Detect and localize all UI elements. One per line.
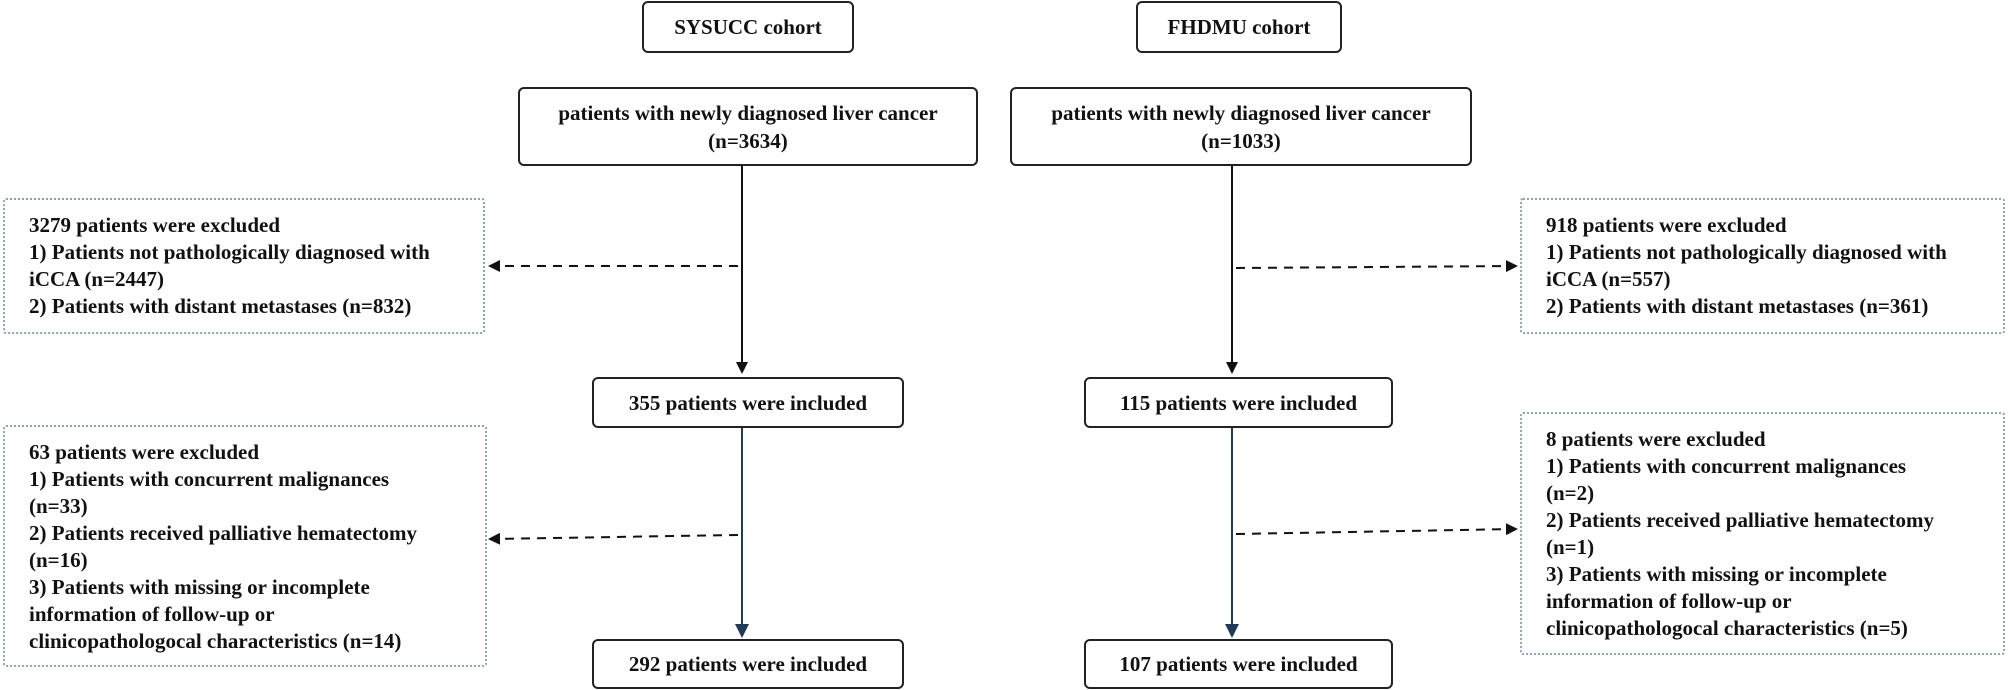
sysucc-exclusion-2-line-5: (n=16) <box>29 548 88 572</box>
fhdmu-exclusion-2-line-1: 8 patients were excluded <box>1546 427 1766 451</box>
sysucc-exclusion-2-line-2: 1) Patients with concurrent malignances <box>29 467 390 491</box>
sysucc-exclusion-2-line-4: 2) Patients received palliative hematect… <box>29 521 417 545</box>
sysucc-included-2-text: 292 patients were included <box>628 652 868 676</box>
fhdmu-exclusion-2-line-6: 3) Patients with missing or incomplete <box>1546 562 1887 586</box>
sysucc-exclusion-2-line-3: (n=33) <box>29 494 88 518</box>
sysucc-included-box-2: 292 patients were included <box>592 639 904 689</box>
sysucc-exclusion-1-line-3: iCCA (n=2447) <box>29 267 165 291</box>
sysucc-exclusion-2-line-1: 63 patients were excluded <box>29 440 260 464</box>
fhdmu-exclusion-arrow-1 <box>1235 260 1518 273</box>
fhdmu-exclusion-2-line-7: information of follow-up or <box>1546 589 1792 613</box>
sysucc-included-1-text: 355 patients were included <box>628 390 868 415</box>
fhdmu-start-line2: (n=1033) <box>1201 128 1281 153</box>
fhdmu-start-box: patients with newly diagnosed liver canc… <box>1010 87 1472 166</box>
fhdmu-cohort-title: FHDMU cohort <box>1136 1 1342 53</box>
fhdmu-exclusion-2-line-3: (n=2) <box>1546 481 1595 505</box>
sysucc-exclusion-1-line-1: 3279 patients were excluded <box>29 213 281 237</box>
sysucc-cohort-title-text: SYSUCC cohort <box>674 15 822 39</box>
fhdmu-exclusion-1-line-1: 918 patients were excluded <box>1546 213 1787 237</box>
sysucc-exclusion-box-1: 3279 patients were excluded 1) Patients … <box>3 198 485 334</box>
fhdmu-exclusion-arrow-2 <box>1235 523 1518 536</box>
sysucc-exclusion-2-line-8: clinicopathologocal characteristics (n=1… <box>29 629 402 653</box>
sysucc-start-line1: patients with newly diagnosed liver canc… <box>558 100 938 125</box>
fhdmu-exclusion-box-1: 918 patients were excluded 1) Patients n… <box>1520 198 2005 334</box>
fhdmu-start-line1: patients with newly diagnosed liver canc… <box>1051 100 1431 125</box>
fhdmu-included-box-1: 115 patients were included <box>1084 377 1393 428</box>
fhdmu-exclusion-2-line-2: 1) Patients with concurrent malignances <box>1546 454 1907 478</box>
fhdmu-exclusion-2-line-4: 2) Patients received palliative hematect… <box>1546 508 1934 532</box>
sysucc-exclusion-1-line-2: 1) Patients not pathologically diagnosed… <box>29 240 430 264</box>
sysucc-cohort-title: SYSUCC cohort <box>642 1 854 53</box>
sysucc-exclusion-box-2: 63 patients were excluded 1) Patients wi… <box>3 425 487 667</box>
sysucc-exclusion-1-line-4: 2) Patients with distant metastases (n=8… <box>29 294 412 318</box>
fhdmu-exclusion-1-line-4: 2) Patients with distant metastases (n=3… <box>1546 294 1929 318</box>
fhdmu-exclusion-box-2: 8 patients were excluded 1) Patients wit… <box>1520 412 2005 655</box>
fhdmu-exclusion-2-line-8: clinicopathologocal characteristics (n=5… <box>1546 616 1908 640</box>
sysucc-exclusion-2-line-6: 3) Patients with missing or incomplete <box>29 575 370 599</box>
sysucc-start-line2: (n=3634) <box>708 128 788 153</box>
sysucc-exclusion-2-line-7: information of follow-up or <box>29 602 275 626</box>
fhdmu-cohort-title-text: FHDMU cohort <box>1167 15 1311 39</box>
fhdmu-exclusion-1-line-2: 1) Patients not pathologically diagnosed… <box>1546 240 1947 264</box>
fhdmu-exclusion-1-line-3: iCCA (n=557) <box>1546 267 1671 291</box>
sysucc-included-box-1: 355 patients were included <box>592 377 904 428</box>
fhdmu-exclusion-2-line-5: (n=1) <box>1546 535 1595 559</box>
fhdmu-included-1-text: 115 patients were included <box>1119 390 1358 415</box>
fhdmu-included-box-2: 107 patients were included <box>1084 639 1393 689</box>
sysucc-start-box: patients with newly diagnosed liver canc… <box>518 87 978 166</box>
sysucc-exclusion-arrow-2 <box>488 532 739 545</box>
fhdmu-included-2-text: 107 patients were included <box>1119 652 1358 676</box>
